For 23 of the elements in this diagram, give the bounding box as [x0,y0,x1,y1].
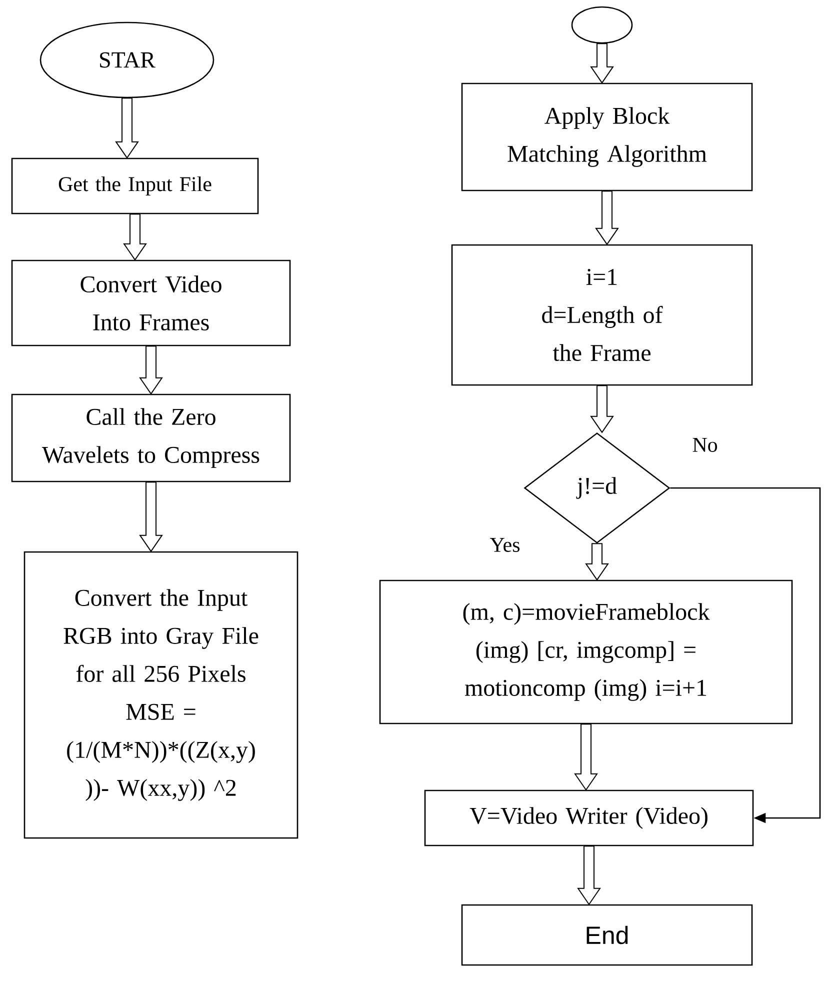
block-arrow [123,214,147,261]
block-arrow [590,385,614,434]
process-box: i=1 d=Length of the Frame [451,244,753,386]
terminal-ellipse [571,6,633,44]
arrow [670,487,821,824]
block-arrow [139,346,163,395]
block-arrow [577,846,601,906]
edge-label: Yes [488,536,522,554]
process-box: Get the Input File [11,158,259,214]
block-arrow [574,724,598,791]
block-arrow [590,43,614,84]
block-arrow [115,98,139,159]
process-box: Call the Zero Wavelets to Compress [11,394,291,482]
process-box: V=Video Writer (Video) [424,790,754,846]
process-box: Convert the Input RGB into Gray File for all 256 Pixels MSE = (1/(M*N))*((Z(x,y) ))- W(xx,y)) ^2 [24,551,298,839]
process-box: Convert Video Into Frames [11,260,291,346]
process-box: (m, c)=movieFrameblock (img) [cr, imgcomp] = motioncomp (img) i=i+1 [379,580,793,724]
block-arrow [595,190,619,246]
block-arrow [139,482,163,552]
process-box: Apply Block Matching Algorithm [461,82,753,192]
edge-label: No [690,436,720,454]
process-box: End [461,904,753,966]
block-arrow [585,543,609,581]
